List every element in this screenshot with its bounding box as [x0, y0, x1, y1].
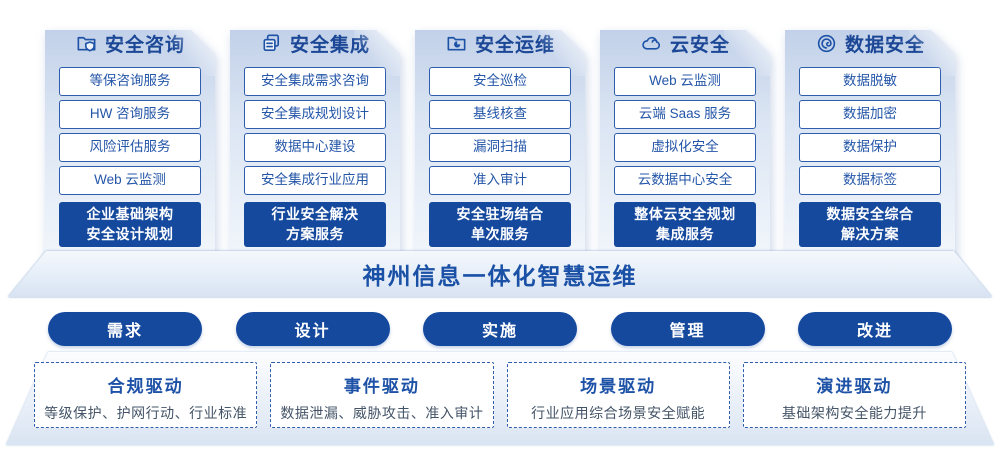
driver-title: 场景驱动 [580, 377, 657, 396]
process-step-management: 管理 [610, 312, 765, 346]
card: 数据安全 数据脱敏 数据加密 数据保护 数据标签 数据安全综合 解决方案 [785, 30, 955, 267]
card: 安全咨询 等保咨询服务 HW 咨询服务 风险评估服务 Web 云监测 企业基础架… [45, 30, 215, 267]
card-items: 安全巡检 基线核查 漏洞扫描 准入审计 [415, 56, 585, 195]
process-step-implementation: 实施 [423, 312, 577, 346]
card-header: 安全运维 [415, 30, 585, 56]
service-item: Web 云监测 [59, 166, 201, 195]
driver-evolution: 演进驱动 基础架构安全能力提升 [742, 362, 966, 428]
card-footer: 安全驻场结合 单次服务 [429, 202, 571, 247]
card-footer: 行业安全解决 方案服务 [244, 202, 386, 247]
service-item: 数据脱敏 [799, 67, 941, 96]
service-item: 云端 Saas 服务 [614, 100, 756, 129]
column-security-consulting: 安全咨询 等保咨询服务 HW 咨询服务 风险评估服务 Web 云监测 企业基础架… [45, 12, 215, 267]
column-data-security: 数据安全 数据脱敏 数据加密 数据保护 数据标签 数据安全综合 解决方案 [785, 12, 955, 267]
service-item: 虚拟化安全 [614, 133, 756, 162]
service-item: 安全巡检 [429, 67, 571, 96]
card-footer: 整体云安全规划 集成服务 [614, 202, 756, 247]
card-title: 安全咨询 [104, 34, 185, 56]
card-header: 云安全 [600, 30, 770, 56]
service-item: 数据标签 [799, 166, 941, 195]
banner-shape: 神州信息一体化智慧运维 [8, 251, 992, 297]
process-step-requirement: 需求 [48, 312, 202, 346]
service-item: 安全集成行业应用 [244, 166, 386, 195]
card-title: 云安全 [669, 34, 730, 56]
process-step-improvement: 改进 [798, 312, 952, 346]
driver-boxes: 合规驱动 等级保护、护网行动、行业标准 事件驱动 数据泄漏、威胁攻击、准入审计 … [34, 362, 966, 428]
card: 安全集成 安全集成需求咨询 安全集成规划设计 数据中心建设 安全集成行业应用 行… [230, 30, 400, 267]
card-header: 安全集成 [230, 30, 400, 56]
driver-desc: 数据泄漏、威胁攻击、准入审计 [280, 405, 484, 421]
platform-banner: 神州信息一体化智慧运维 [8, 251, 992, 297]
folder-pie-icon [445, 32, 468, 55]
fingerprint-icon [815, 32, 838, 55]
card-items: 安全集成需求咨询 安全集成规划设计 数据中心建设 安全集成行业应用 [230, 56, 400, 195]
column-cloud-security: 云安全 Web 云监测 云端 Saas 服务 虚拟化安全 云数据中心安全 整体云… [600, 12, 770, 267]
footer-line: 解决方案 [841, 225, 899, 242]
cloud-icon [640, 32, 663, 55]
banner-title: 神州信息一体化智慧运维 [362, 263, 638, 289]
card: 安全运维 安全巡检 基线核查 漏洞扫描 准入审计 安全驻场结合 单次服务 [415, 30, 585, 267]
column-security-operations: 安全运维 安全巡检 基线核查 漏洞扫描 准入审计 安全驻场结合 单次服务 [415, 12, 585, 267]
service-item: 准入审计 [429, 166, 571, 195]
process-steps: 需求 设计 实施 管理 改进 [48, 312, 952, 346]
footer-line: 数据安全综合 [826, 205, 914, 222]
driver-incident: 事件驱动 数据泄漏、威胁攻击、准入审计 [270, 362, 494, 428]
footer-line: 行业安全解决 [271, 205, 359, 222]
driver-title: 事件驱动 [343, 377, 420, 396]
service-item: 风险评估服务 [59, 133, 201, 162]
process-step-design: 设计 [235, 312, 390, 346]
card-title: 数据安全 [844, 34, 925, 56]
footer-line: 企业基础架构 [86, 205, 174, 222]
footer-line: 整体云安全规划 [634, 205, 736, 222]
card: 云安全 Web 云监测 云端 Saas 服务 虚拟化安全 云数据中心安全 整体云… [600, 30, 770, 267]
card-items: 等保咨询服务 HW 咨询服务 风险评估服务 Web 云监测 [45, 56, 215, 195]
card-title: 安全运维 [474, 34, 555, 56]
card-header: 数据安全 [785, 30, 955, 56]
copy-docs-icon [260, 32, 283, 55]
footer-line: 安全设计规划 [86, 225, 174, 242]
footer-line: 单次服务 [471, 225, 529, 242]
footer-line: 方案服务 [286, 225, 344, 242]
footer-line: 集成服务 [656, 225, 714, 242]
service-item: 数据加密 [799, 100, 941, 129]
service-item: Web 云监测 [614, 67, 756, 96]
driver-scenario: 场景驱动 行业应用综合场景安全赋能 [506, 362, 730, 428]
service-item: 安全集成需求咨询 [244, 67, 386, 96]
card-items: 数据脱敏 数据加密 数据保护 数据标签 [785, 56, 955, 195]
service-item: 漏洞扫描 [429, 133, 571, 162]
driver-desc: 基础架构安全能力提升 [781, 405, 927, 421]
driver-compliance: 合规驱动 等级保护、护网行动、行业标准 [34, 362, 258, 428]
card-title: 安全集成 [289, 34, 370, 56]
column-security-integration: 安全集成 安全集成需求咨询 安全集成规划设计 数据中心建设 安全集成行业应用 行… [230, 12, 400, 267]
card-footer: 数据安全综合 解决方案 [799, 202, 941, 247]
service-item: 等保咨询服务 [59, 67, 201, 96]
driver-title: 合规驱动 [107, 377, 184, 396]
driver-title: 演进驱动 [816, 377, 893, 396]
card-footer: 企业基础架构 安全设计规划 [59, 202, 201, 247]
driver-desc: 行业应用综合场景安全赋能 [531, 405, 706, 421]
footer-line: 安全驻场结合 [456, 205, 544, 222]
card-header: 安全咨询 [45, 30, 215, 56]
service-item: 云数据中心安全 [614, 166, 756, 195]
service-item: 数据保护 [799, 133, 941, 162]
driver-desc: 等级保护、护网行动、行业标准 [44, 405, 248, 421]
folder-shield-icon [75, 32, 98, 55]
service-item: HW 咨询服务 [59, 100, 201, 129]
service-columns: 安全咨询 等保咨询服务 HW 咨询服务 风险评估服务 Web 云监测 企业基础架… [45, 12, 955, 267]
card-items: Web 云监测 云端 Saas 服务 虚拟化安全 云数据中心安全 [600, 56, 770, 195]
service-item: 数据中心建设 [244, 133, 386, 162]
service-item: 安全集成规划设计 [244, 100, 386, 129]
service-item: 基线核查 [429, 100, 571, 129]
